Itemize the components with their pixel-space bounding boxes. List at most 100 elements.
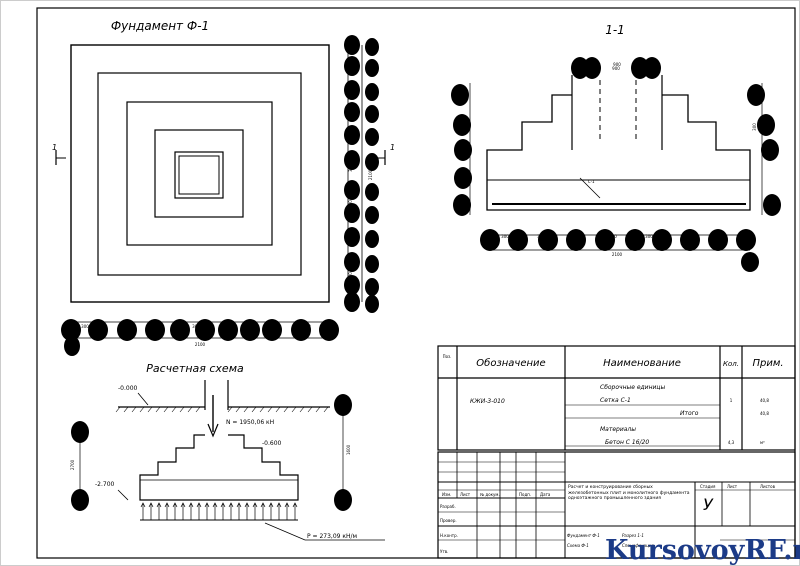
dimension-value: 300 xyxy=(573,234,581,239)
level-mid: -0.600 xyxy=(262,440,282,447)
plan-section-mark-right: 1 xyxy=(390,143,395,152)
dimension-blob xyxy=(761,139,779,161)
plan-column-outer xyxy=(174,151,224,199)
section-title: 1-1 xyxy=(605,23,625,37)
spec-row-designation: КЖИ-3-010 xyxy=(470,398,505,405)
dimension-value: 300 xyxy=(752,123,757,131)
calc-right-dim: 1600 xyxy=(346,444,351,455)
dimension-blob xyxy=(736,229,756,251)
dimension-value: 900 xyxy=(612,66,620,71)
tb-col-list: Лист xyxy=(460,492,471,497)
plan-section-mark-left: 1 xyxy=(52,143,57,152)
watermark-text: KursovoyRF.ru xyxy=(605,535,800,566)
dimension-blob xyxy=(344,35,360,55)
dimension-blob xyxy=(763,194,781,216)
dimension-blob xyxy=(344,227,360,247)
plan-title: Фундамент Ф-1 xyxy=(111,19,209,33)
pressure-label: P = 273,09 кН/м xyxy=(307,533,357,540)
dimension-blob xyxy=(117,319,137,341)
dimension-blob xyxy=(344,180,360,200)
level-top: -0.000 xyxy=(118,385,138,392)
dimension-blob xyxy=(454,167,472,189)
dimension-blob xyxy=(334,394,352,416)
dimension-blob xyxy=(291,319,311,341)
dimension-blob xyxy=(344,125,360,145)
level-bottom: -2.700 xyxy=(95,481,115,488)
dimension-blob xyxy=(538,229,558,251)
dimension-blob xyxy=(71,421,89,443)
dimension-blob xyxy=(344,80,360,100)
title-block: Изм. Лист № докум. Подп. Дата Разраб. Пр… xyxy=(437,451,796,559)
dimension-blob xyxy=(451,84,469,106)
force-n: N = 1950,06 кН xyxy=(226,419,274,426)
dimension-value: 300 xyxy=(501,234,509,239)
dimension-value: 300 xyxy=(348,128,353,136)
dimension-blob xyxy=(344,275,360,295)
dimension-value: 300 xyxy=(118,324,126,329)
dimension-blob xyxy=(365,153,379,171)
tb-col-izm: Изм. xyxy=(442,492,451,497)
dimension-blob xyxy=(240,319,260,341)
dimension-blob xyxy=(757,114,775,136)
spec-row-name: Сетка С-1 xyxy=(600,397,631,404)
dimension-blob xyxy=(365,105,379,123)
dimension-blob xyxy=(344,203,360,223)
dimension-value: 300 xyxy=(266,324,274,329)
tb-sheet-title4: Спецификация xyxy=(622,543,654,548)
spec-row-note: 40,8 xyxy=(760,398,769,403)
tb-col-sheets: Листов xyxy=(760,484,776,489)
spec-row: Материалы xyxy=(600,426,636,433)
tb-sheet-title2: Схема Ф-1 xyxy=(567,543,589,548)
dimension-blob xyxy=(680,229,700,251)
dimension-value: 300 xyxy=(681,234,689,239)
tb-description-box: Расчет и конструирование сборных железоб… xyxy=(568,485,690,502)
dimension-blob xyxy=(365,230,379,248)
dimension-blob xyxy=(262,319,282,341)
tb-stage: У xyxy=(703,495,714,514)
tb-sheet-title1: Фундамент Ф-1 xyxy=(567,533,600,538)
plan-dim-right-total: 2100 xyxy=(368,169,373,180)
dimension-value: 300 xyxy=(155,324,163,329)
dimension-blob xyxy=(71,489,89,511)
tb-description: Расчет и конструирование сборных железоб… xyxy=(568,485,690,502)
dimension-blob xyxy=(625,229,645,251)
dimension-blob xyxy=(453,114,471,136)
dimension-blob xyxy=(218,319,238,341)
dimension-blob xyxy=(741,252,759,272)
spec-header-designation: Обозначение xyxy=(476,357,545,369)
spec-header-note: Прим. xyxy=(752,358,783,369)
dimension-value: 300 xyxy=(229,324,237,329)
spec-row: Сборочные единицы xyxy=(600,384,665,391)
dimension-value: 300 xyxy=(717,234,725,239)
spec-row: Итого 40,8 xyxy=(565,410,769,419)
dimension-blob xyxy=(365,38,379,56)
dimension-blob xyxy=(453,194,471,216)
dimension-blob xyxy=(365,295,379,313)
dimension-value: 300 xyxy=(609,234,617,239)
dimension-value: 300 xyxy=(537,234,545,239)
ground-hatch xyxy=(115,406,329,413)
dimension-value: 300 xyxy=(348,200,353,208)
dimension-value: 300 xyxy=(192,324,200,329)
spec-table: Поз. Обозначение Наименование Кол. Прим.… xyxy=(437,345,796,451)
tb-col-stage: Стадия xyxy=(700,484,716,489)
dimension-blob xyxy=(566,229,586,251)
dimension-blob xyxy=(365,128,379,146)
calc-height-dim: 2700 xyxy=(70,459,75,470)
dimension-blob xyxy=(454,139,472,161)
tb-role-dev: Разраб. xyxy=(440,504,456,509)
dimension-blob xyxy=(365,183,379,201)
section-total-dim: 2100 xyxy=(612,252,623,257)
dimension-blob xyxy=(64,336,80,356)
tb-col-sheet: Лист xyxy=(727,484,738,489)
spec-row-qty: 1 xyxy=(730,398,733,403)
dimension-value: 300 xyxy=(348,272,353,280)
dimension-blob xyxy=(365,83,379,101)
dimension-blob xyxy=(145,319,165,341)
